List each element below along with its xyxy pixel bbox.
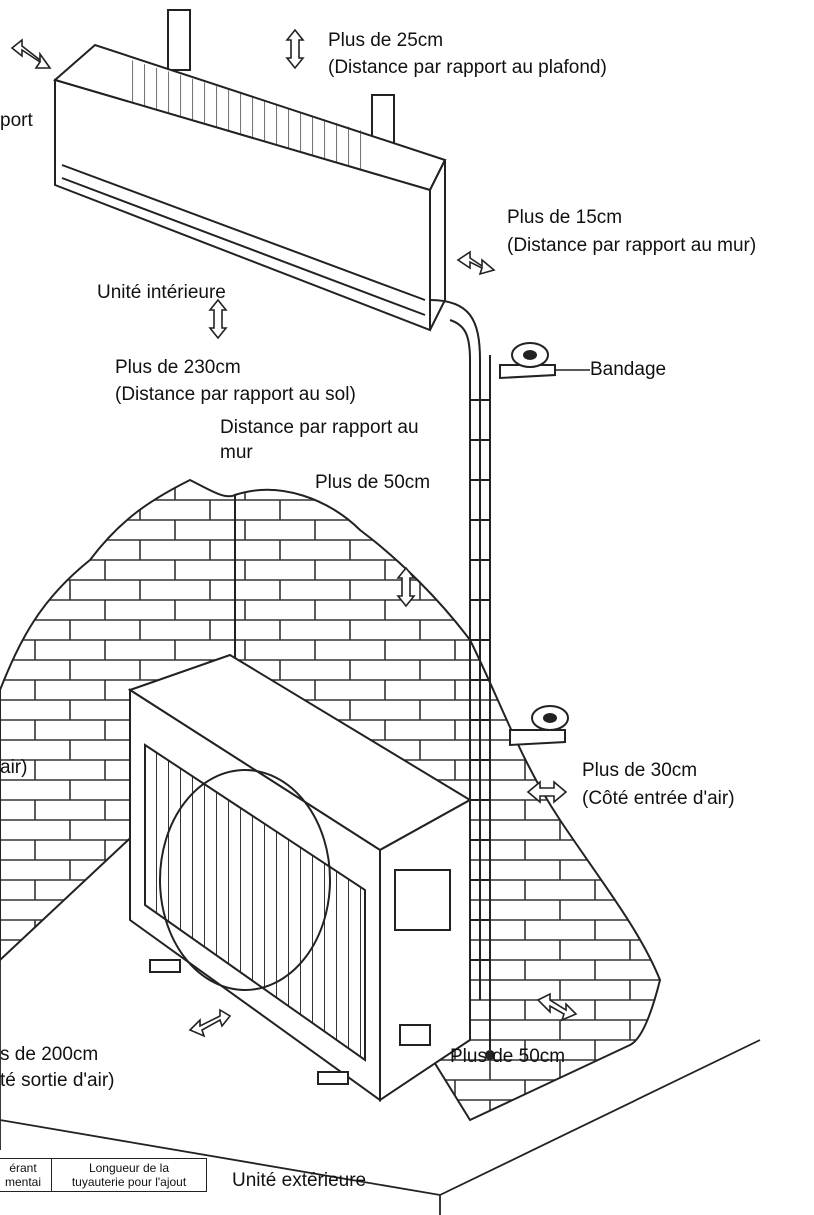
- label-ceiling-line1: Plus de 25cm: [328, 30, 444, 51]
- arrow-ceiling: [285, 28, 305, 70]
- indoor-side: [429, 159, 446, 331]
- table-col1-line1: érant: [9, 1161, 37, 1175]
- table-cell-col2: Longueur de la tuyauterie pour l'ajout: [51, 1158, 207, 1192]
- label-wall-distance-line2: mur: [220, 442, 253, 463]
- indoor-unit: [52, 9, 447, 332]
- arrow-wall-50: [396, 566, 416, 608]
- label-wall-distance-line1: Distance par rapport au: [220, 417, 419, 438]
- label-top-left-partial: port: [0, 110, 33, 131]
- clearance-arrows: [10, 28, 578, 1038]
- arrow-top-left: [10, 38, 52, 69]
- label-indoor-unit: Unité intérieure: [97, 282, 226, 303]
- brick-wall-left: [0, 478, 236, 962]
- arrow-floor: [208, 298, 228, 340]
- table-col1-line2: mentai: [4, 1175, 42, 1189]
- arrow-intake: [526, 780, 568, 804]
- label-wall15-line1: Plus de 15cm: [507, 207, 623, 228]
- service-panel: [394, 869, 451, 931]
- label-intake-line1: Plus de 30cm: [582, 760, 698, 781]
- label-intake-line2: (Côté entrée d'air): [582, 788, 735, 809]
- table-cell-col1: érant mentai: [0, 1158, 52, 1192]
- label-floor-line1: Plus de 230cm: [115, 357, 241, 378]
- table-col2-line1: Longueur de la: [88, 1161, 170, 1175]
- arrow-bottom-right: [536, 992, 578, 1022]
- valve-block: [399, 1024, 431, 1046]
- fan-circle: [159, 769, 331, 991]
- label-plus50-top: Plus de 50cm: [315, 472, 431, 493]
- label-outlet-line2: té sortie d'air): [0, 1070, 115, 1091]
- table-col2-line2: tuyauterie pour l'ajout: [71, 1175, 187, 1189]
- label-wall15-line2: (Distance par rapport au mur): [507, 235, 757, 256]
- foot-right: [317, 1071, 349, 1085]
- bandage-roll-lower: [509, 705, 569, 747]
- label-floor-line2: (Distance par rapport au sol): [115, 384, 356, 405]
- label-plus50-bottom: Plus de 50cm: [450, 1046, 566, 1067]
- refrigerant-pipe: [429, 299, 495, 1060]
- mount-bracket-left: [167, 9, 191, 71]
- label-bandage: Bandage: [590, 359, 667, 380]
- arrow-wall-15: [456, 250, 496, 276]
- label-left-partial-air: air): [0, 757, 28, 778]
- arrow-outlet: [188, 1008, 232, 1038]
- refrigerant-table-partial: érant mentai Longueur de la tuyauterie p…: [0, 1158, 207, 1192]
- label-ceiling-line2: (Distance par rapport au plafond): [328, 57, 607, 78]
- label-outlet-line1: s de 200cm: [0, 1044, 99, 1065]
- label-outdoor-unit: Unité extérieure: [232, 1170, 367, 1191]
- foot-left: [149, 959, 181, 973]
- outdoor-unit: [127, 653, 472, 1102]
- ground-slab: [0, 950, 761, 1215]
- bandage-roll-upper: [499, 342, 556, 380]
